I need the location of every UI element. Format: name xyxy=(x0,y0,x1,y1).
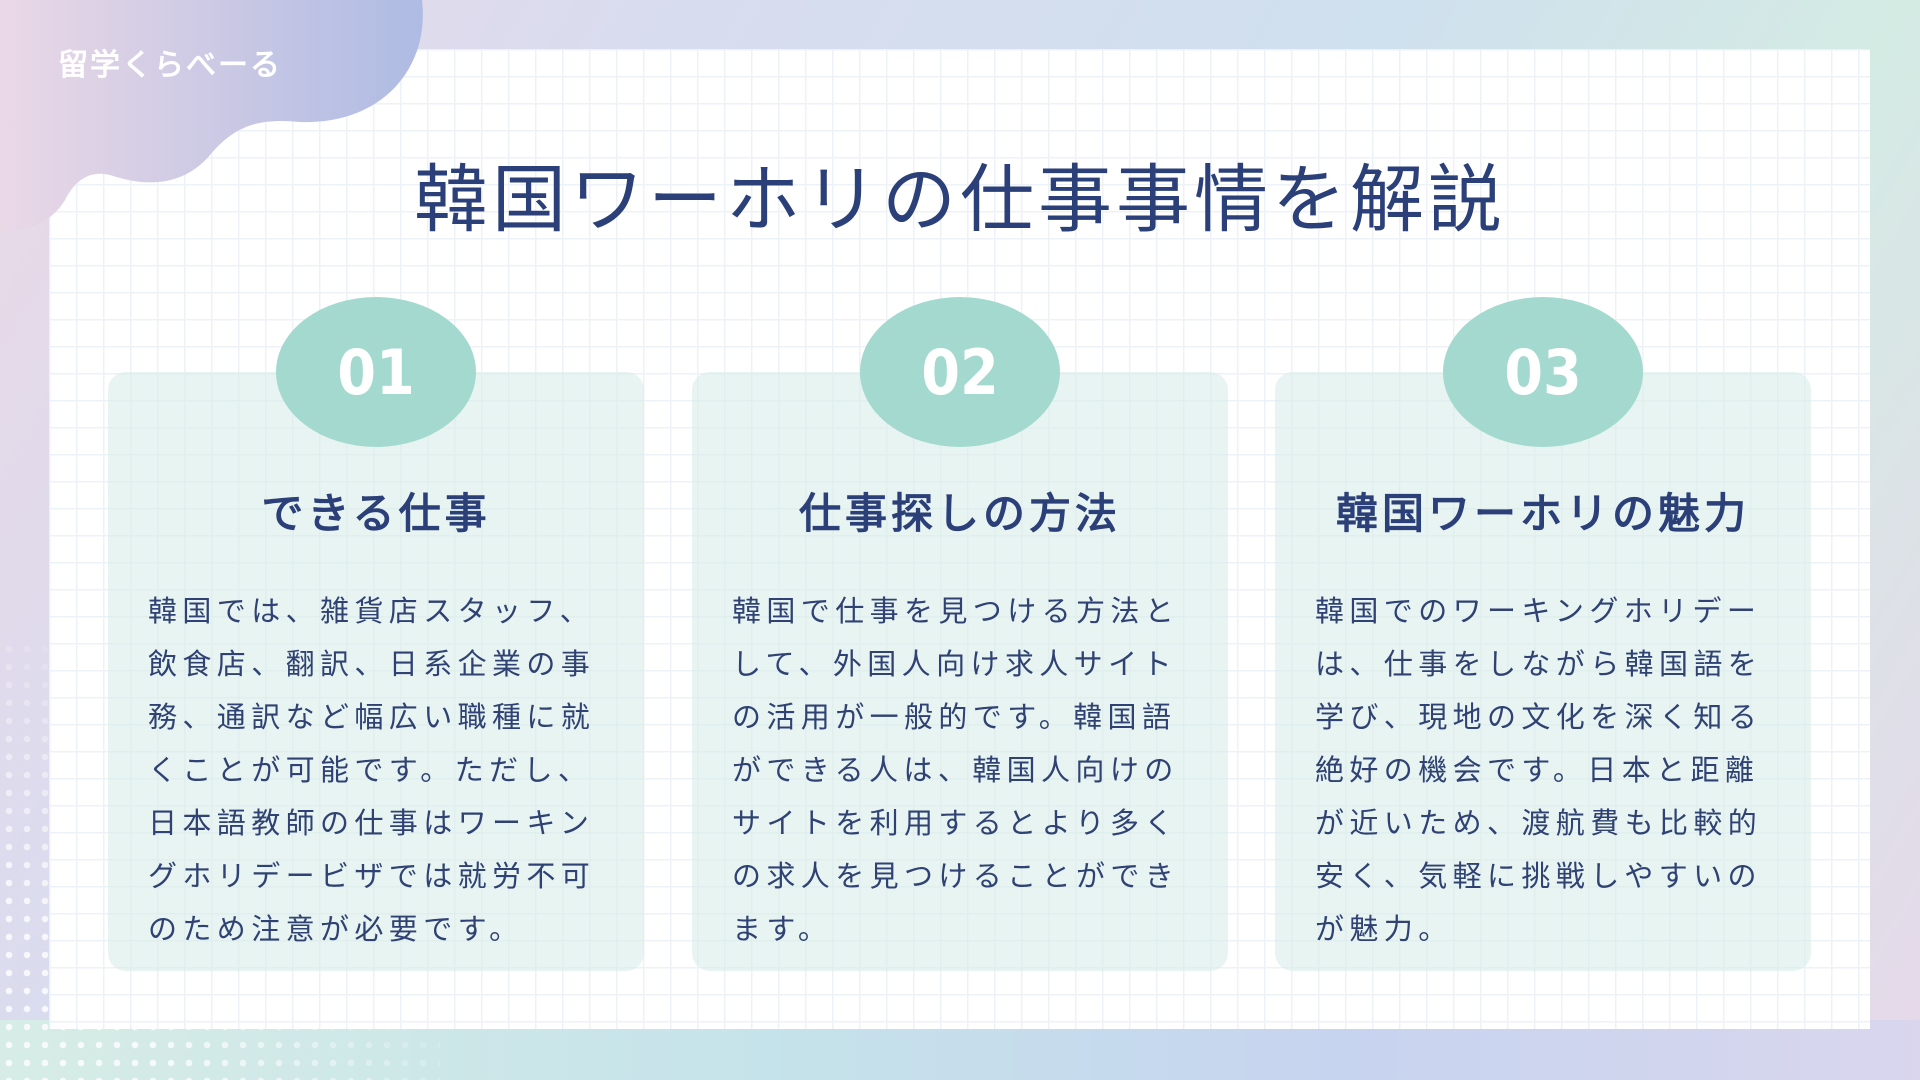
page-title: 韓国ワーホリの仕事事情を解説 xyxy=(414,157,1506,243)
card-number-badge: 03 xyxy=(1443,297,1643,447)
card-body: 韓国で仕事を見つける方法として、外国人向け求人サイトの活用が一般的です。韓国語が… xyxy=(732,594,1180,946)
brand-logo: 留学くらべーる xyxy=(58,48,282,83)
card-body: 韓国では、雑貨店スタッフ、飲食店、翻訳、日系企業の事務、通訳など幅広い職種に就く… xyxy=(148,594,596,946)
card-number-badge: 02 xyxy=(860,297,1060,447)
logo-blob-decoration xyxy=(0,0,423,231)
card-body: 韓国でのワーキングホリデーは、仕事をしながら韓国語を学び、現地の文化を深く知る絶… xyxy=(1315,594,1763,946)
card-appeal: 03 韓国ワーホリの魅力 韓国でのワーキングホリデーは、仕事をしながら韓国語を学… xyxy=(1275,297,1811,971)
card-heading: 仕事探しの方法 xyxy=(798,489,1121,538)
card-heading: 韓国ワーホリの魅力 xyxy=(1335,489,1750,538)
card-number-badge: 01 xyxy=(276,297,476,447)
card-job-search: 02 仕事探しの方法 韓国で仕事を見つける方法として、外国人向け求人サイトの活用… xyxy=(692,297,1228,971)
card-heading: できる仕事 xyxy=(261,489,491,538)
card-jobs: 01 できる仕事 韓国では、雑貨店スタッフ、飲食店、翻訳、日系企業の事務、通訳な… xyxy=(108,297,644,971)
